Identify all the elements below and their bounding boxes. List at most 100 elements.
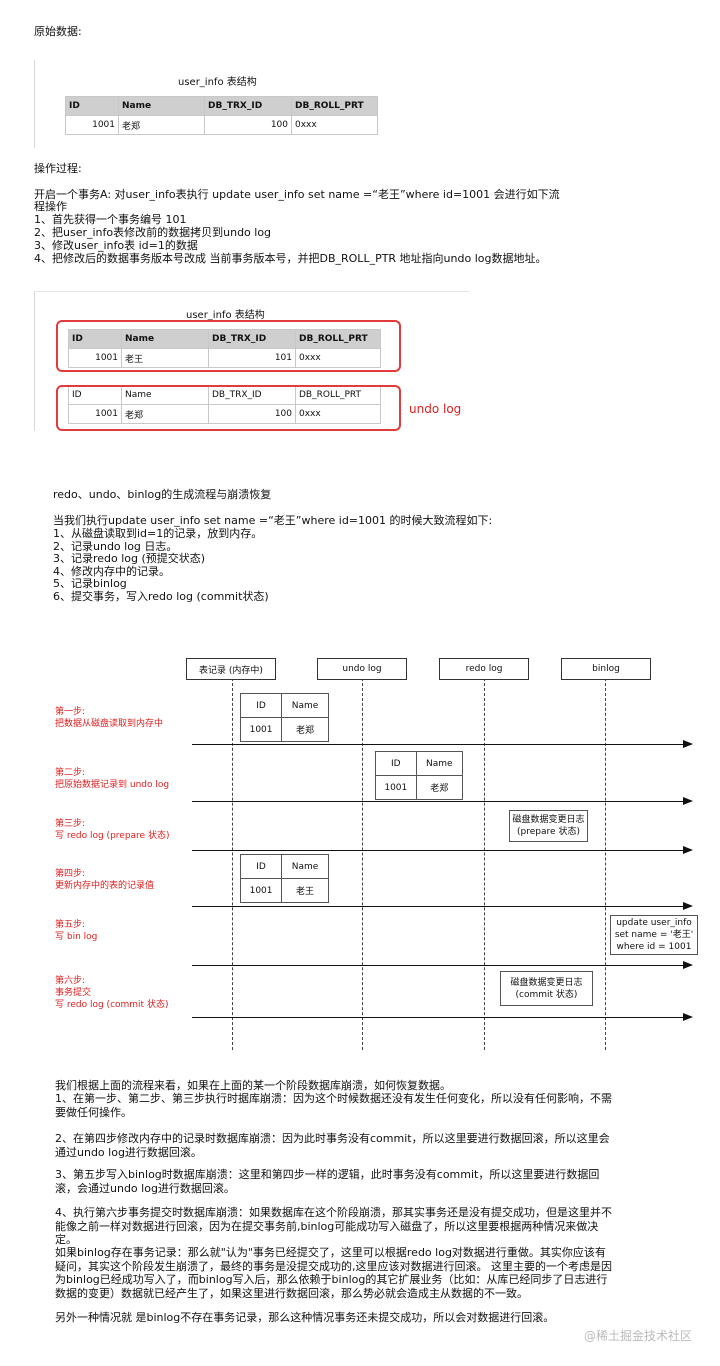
mini-header-row: ID Name — [239, 693, 329, 718]
mini-header: Name — [415, 751, 464, 776]
col-header: Name — [121, 329, 209, 349]
col-header: ID — [65, 96, 119, 116]
mini-cell: 1001 — [239, 717, 283, 742]
mini-header: ID — [239, 693, 283, 718]
step2-label: 第二步: 把原始数据记录到 undo log — [55, 767, 169, 791]
mini-header-row: ID Name — [375, 751, 464, 776]
step6-label: 第六步: 事务提交 写 redo log (commit 状态) — [55, 975, 168, 1011]
recovery-paragraph-6: 另外一种情况就 是binlog不存在事务记录，那么这种情况事务还未提交成功，所以… — [55, 1311, 555, 1324]
flow-line: 3、记录redo log (预提交状态) — [53, 552, 206, 565]
mini-cell: 老郑 — [415, 775, 464, 800]
undo-log-label: undo log — [409, 402, 462, 416]
step1-arrow — [192, 740, 693, 748]
box-line: where id = 1001 — [616, 942, 692, 952]
step-desc: 把原始数据记录到 undo log — [55, 780, 170, 790]
lifeline-undo — [362, 678, 363, 1050]
table2-current: ID Name DB_TRX_ID DB_ROLL_PRT 1001 老王 10… — [68, 329, 381, 368]
step-desc: 把数据从磁盘读取到内存中 — [55, 719, 164, 729]
step-desc: 写 bin log — [55, 932, 98, 942]
lifeline-table — [232, 678, 233, 1050]
lane-redo-log: redo log — [439, 658, 529, 680]
flow-line: 5、记录binlog — [53, 577, 127, 590]
table-row: 1001 老郑 100 0xxx — [68, 404, 381, 424]
section-heading-process: 操作过程: — [34, 162, 82, 175]
table-row: 1001 老王 101 0xxx — [68, 348, 381, 368]
step5-arrow — [192, 961, 693, 969]
recovery-paragraph-3: 3、第五步写入binlog时数据库崩溃：这里和第四步一样的逻辑，此时事务没有co… — [55, 1168, 600, 1195]
box-line: 磁盘数据变更日志 — [512, 815, 585, 825]
redo-commit-box: 磁盘数据变更日志 (commit 状态) — [500, 971, 593, 1006]
cell-roll-ptr: 0xxx — [291, 115, 378, 135]
step-title: 第五步: — [55, 920, 86, 930]
lifeline-binlog — [605, 678, 606, 1050]
box-line: update user_info — [616, 918, 692, 928]
step-title: 第六步: — [55, 976, 86, 986]
step1-label: 第一步: 把数据从磁盘读取到内存中 — [55, 706, 163, 730]
binlog-statement-box: update user_info set name = '老王' where i… — [610, 915, 698, 955]
col-header: Name — [118, 96, 205, 116]
box-line: (prepare 状态) — [517, 827, 580, 837]
step-title: 第三步: — [55, 819, 86, 829]
cell-id: 1001 — [65, 115, 119, 135]
watermark: @稀土掘金技术社区 — [584, 1329, 693, 1343]
mini-header: ID — [239, 854, 283, 879]
mini-row: 1001 老王 — [239, 878, 329, 903]
recovery-paragraph-1: 1、在第一步、第二步、第三步执行时据库崩溃：因为这个时候数据还没有发生任何变化，… — [55, 1092, 612, 1119]
table1: ID Name DB_TRX_ID DB_ROLL_PRT 1001 老郑 10… — [65, 96, 378, 135]
step-title: 第一步: — [55, 707, 86, 717]
box-line: (commit 状态) — [515, 989, 578, 1000]
undo-log-highlight — [56, 385, 401, 431]
mini-header-row: ID Name — [239, 854, 329, 879]
process-line: 2、把user_info表修改前的数据拷贝到undo log — [34, 226, 272, 239]
figure-frame-2-left — [34, 291, 35, 431]
step-title: 第四步: — [55, 869, 86, 879]
step-desc: 写 redo log (commit 状态) — [55, 1000, 169, 1010]
figure-frame-2-top — [34, 291, 469, 292]
flow-line: 1、从磁盘读取到id=1的记录，放到内存。 — [53, 527, 263, 540]
table2-title: user_info 表结构 — [186, 310, 265, 321]
cell-roll-ptr: 0xxx — [295, 348, 381, 368]
flow-line: 4、修改内存中的记录。 — [53, 565, 170, 578]
section-heading-raw: 原始数据: — [34, 25, 82, 38]
col-header: ID — [68, 329, 122, 349]
step3-arrow — [192, 846, 693, 854]
step-desc: 事务提交 — [55, 988, 92, 998]
flow-line: 2、记录undo log 日志。 — [53, 540, 178, 553]
step5-label: 第五步: 写 bin log — [55, 919, 97, 943]
process-line: 开启一个事务A: 对user_info表执行 update user_info … — [34, 188, 560, 201]
step2-arrow — [192, 797, 693, 805]
mini-cell: 老王 — [281, 878, 329, 903]
col-header: ID — [68, 385, 122, 405]
flow-line: 6、提交事务，写入redo log (commit状态) — [53, 590, 269, 603]
process-line: 1、首先获得一个事务编号 101 — [34, 213, 187, 226]
step-desc: 写 redo log (prepare 状态) — [55, 831, 170, 841]
col-header: DB_ROLL_PRT — [295, 329, 381, 349]
step3-label: 第三步: 写 redo log (prepare 状态) — [55, 818, 169, 842]
table2-header-row: ID Name DB_TRX_ID DB_ROLL_PRT — [68, 329, 381, 349]
recovery-paragraph-5: 如果binlog存在事务记录：那么就"认为"事务已经提交了，这里可以根据redo… — [55, 1246, 612, 1300]
process-line: 4、把修改后的数据事务版本号改成 当前事务版本号，并把DB_ROLL_PTR 地… — [34, 252, 547, 265]
process-line: 程操作 — [34, 200, 67, 213]
table1-header-row: ID Name DB_TRX_ID DB_ROLL_PRT — [65, 96, 378, 116]
recovery-paragraph-2: 2、在第四步修改内存中的记录时数据库崩溃：因为此时事务没有commit，所以这里… — [55, 1132, 610, 1159]
table1-title: user_info 表结构 — [178, 77, 257, 88]
step4-record: ID Name 1001 老王 — [239, 854, 329, 903]
box-line: 磁盘数据变更日志 — [510, 977, 583, 988]
mini-header: Name — [281, 693, 329, 718]
step6-arrow — [192, 1013, 693, 1021]
cell-name: 老郑 — [118, 115, 205, 135]
cell-roll-ptr: 0xxx — [295, 404, 381, 424]
step-desc: 更新内存中的表的记录值 — [55, 881, 155, 891]
process-line: 3、修改user_info表 id=1的数据 — [34, 239, 198, 252]
mini-cell: 1001 — [239, 878, 283, 903]
redo-prepare-box: 磁盘数据变更日志 (prepare 状态) — [509, 810, 588, 842]
step4-label: 第四步: 更新内存中的表的记录值 — [55, 868, 154, 892]
table-row: 1001 老郑 100 0xxx — [65, 115, 378, 135]
current-record-highlight — [56, 320, 401, 372]
col-header: DB_TRX_ID — [208, 385, 296, 405]
col-header: DB_ROLL_PRT — [291, 96, 378, 116]
step2-record: ID Name 1001 老郑 — [375, 751, 464, 800]
cell-name: 老王 — [121, 348, 209, 368]
figure-frame-1 — [34, 60, 35, 148]
step-title: 第二步: — [55, 768, 86, 778]
